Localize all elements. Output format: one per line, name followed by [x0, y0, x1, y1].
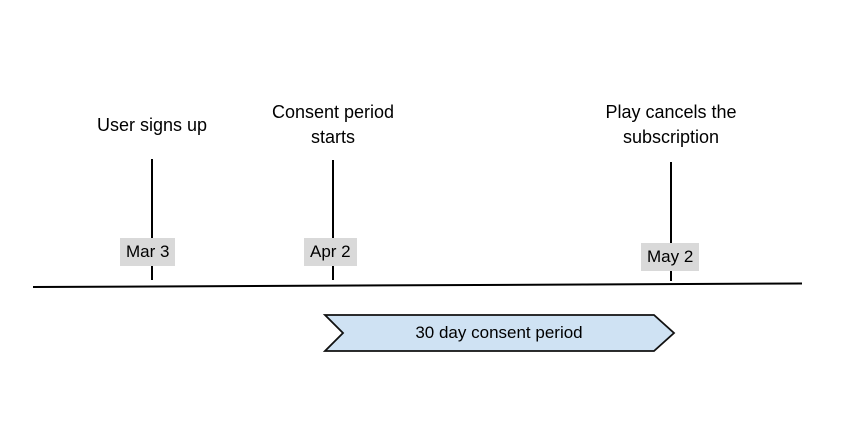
date-badge-may2: May 2: [641, 243, 700, 271]
date-badge-apr2: Apr 2: [304, 238, 357, 266]
timeline-axis: [32, 282, 803, 288]
consent-period-ribbon-arrow: [322, 314, 676, 352]
event-label-user-signs-up: User signs up: [96, 114, 208, 135]
consent-period-banner-label: 30 day consent period: [415, 323, 583, 342]
date-badge-mar3: Mar 3: [120, 238, 176, 266]
event-label-consent-period-starts: Consent period starts: [271, 102, 395, 147]
event-label-play-cancels-subscription: Play cancels the subscription: [605, 102, 737, 147]
